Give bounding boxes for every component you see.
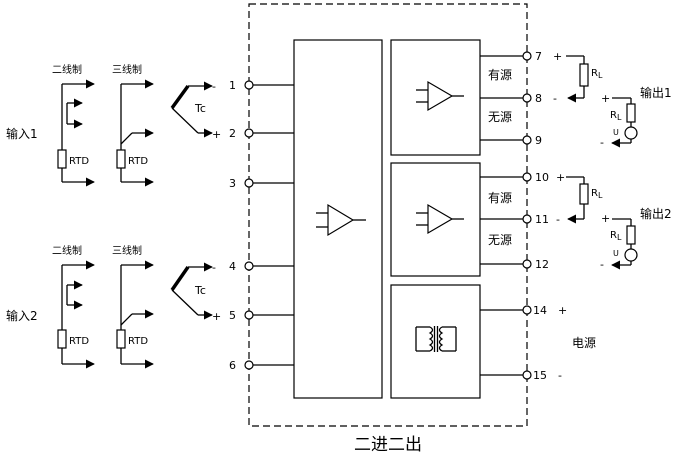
- input2-tc-label: Tc: [194, 284, 206, 297]
- input1-thermocouple: [170, 81, 213, 138]
- output1-amplifier-icon: [416, 80, 464, 112]
- output1-return-minus: -: [600, 136, 604, 149]
- input2-three-wire-rtd: [116, 260, 154, 369]
- terminal-label-9: 9: [535, 134, 542, 147]
- output1-wiring: [566, 55, 638, 148]
- input2-label: 输入2: [6, 308, 38, 323]
- output1-active-rl-label: RL: [591, 68, 603, 80]
- output1-block: [390, 39, 481, 156]
- output1-passive-load-resistor: [626, 103, 636, 123]
- right-terminal-strip: [480, 51, 532, 380]
- terminal-7: [522, 51, 532, 61]
- input2-three-wire-rtd-label: RTD: [128, 336, 148, 347]
- output1-label: 输出1: [640, 85, 672, 100]
- input2-thermocouple: [170, 262, 213, 320]
- terminal-sign-8: -: [553, 92, 557, 105]
- terminal-label-1: 1: [229, 79, 236, 92]
- input1-tc-plus: +: [212, 128, 221, 141]
- output2-active-rl-label: RL: [591, 188, 603, 200]
- terminal-5: [244, 310, 254, 320]
- terminal-label-8: 8: [535, 92, 542, 105]
- output1-u-label: U: [613, 128, 619, 137]
- terminal-label-5: 5: [229, 309, 236, 322]
- terminal-14: [522, 305, 532, 315]
- terminal-sign-10: +: [556, 171, 565, 184]
- terminal-15: [522, 370, 532, 380]
- output1-voltage-source: [624, 126, 638, 140]
- terminal-label-6: 6: [229, 359, 236, 372]
- terminal-8: [522, 93, 532, 103]
- diagram-title: 二进二出: [354, 435, 422, 455]
- input2-two-wire-rtd: [57, 260, 95, 369]
- terminal-label-11: 11: [535, 213, 549, 226]
- terminal-2: [244, 128, 254, 138]
- terminal-1: [244, 80, 254, 90]
- output2-passive-load-resistor: [626, 225, 636, 245]
- output2-passive-rl-label: RL: [610, 230, 622, 242]
- terminal-sign-7: +: [553, 50, 562, 63]
- terminal-sign-15: -: [558, 369, 562, 382]
- input2-two-wire-label: 二线制: [52, 244, 82, 257]
- terminal-label-4: 4: [229, 260, 236, 273]
- terminal-sign-14: +: [558, 304, 567, 317]
- terminal-12: [522, 259, 532, 269]
- output1-passive-rl-label: RL: [610, 110, 622, 122]
- input1-two-wire-rtd: [57, 79, 95, 187]
- input2-three-wire-label: 三线制: [112, 244, 142, 257]
- terminal-sign-11: -: [556, 213, 560, 226]
- output1-minus-sign: -: [569, 92, 573, 105]
- terminal-label-10: 10: [535, 171, 549, 184]
- input1-label: 输入1: [6, 126, 38, 141]
- terminal-4: [244, 261, 254, 271]
- input1-tc-label: Tc: [194, 102, 206, 115]
- terminal-label-15: 15: [533, 369, 547, 382]
- transformer-icon: [415, 326, 457, 352]
- input2-two-wire-rtd-label: RTD: [69, 336, 89, 347]
- output1-active-load-resistor: [579, 63, 589, 87]
- input2-three-wire-resistor: [116, 329, 126, 349]
- terminal-9: [522, 135, 532, 145]
- output2-passive-label: 无源: [488, 233, 512, 247]
- output2-return-minus: -: [600, 258, 604, 271]
- input-processor-block: [293, 39, 383, 399]
- output1-active-label: 有源: [488, 68, 512, 82]
- terminal-10: [522, 172, 532, 182]
- power-label: 电源: [572, 336, 596, 350]
- output2-wiring: [566, 176, 638, 270]
- input-amplifier-icon: [316, 203, 366, 237]
- output2-active-label: 有源: [488, 191, 512, 205]
- terminal-label-3: 3: [229, 177, 236, 190]
- input1-two-wire-rtd-label: RTD: [69, 156, 89, 167]
- input1-three-wire-label: 三线制: [112, 63, 142, 76]
- input2-two-wire-resistor: [57, 329, 67, 349]
- output1-passive-label: 无源: [488, 110, 512, 124]
- input1-tc-minus: -: [212, 80, 216, 93]
- input1-three-wire-resistor: [116, 149, 126, 169]
- terminal-3: [244, 178, 254, 188]
- input1-two-wire-label: 二线制: [52, 63, 82, 76]
- output2-u-label: U: [613, 249, 619, 258]
- output2-block: [390, 162, 481, 277]
- input2-tc-plus: +: [212, 310, 221, 323]
- output2-plus-sign: +: [601, 212, 610, 225]
- terminal-6: [244, 360, 254, 370]
- terminal-11: [522, 214, 532, 224]
- terminal-label-12: 12: [535, 258, 549, 271]
- terminal-label-7: 7: [535, 50, 542, 63]
- module-outline: [248, 3, 528, 427]
- terminal-label-14: 14: [533, 304, 547, 317]
- left-terminal-strip: [244, 80, 294, 370]
- input1-three-wire-rtd: [116, 79, 154, 187]
- power-block: [390, 284, 481, 399]
- input2-tc-minus: -: [212, 261, 216, 274]
- output2-label: 输出2: [640, 206, 672, 221]
- output2-amplifier-icon: [416, 203, 464, 235]
- input1-three-wire-rtd-label: RTD: [128, 156, 148, 167]
- input1-two-wire-resistor: [57, 149, 67, 169]
- output2-active-load-resistor: [579, 183, 589, 205]
- output2-voltage-source: [624, 248, 638, 262]
- output1-plus-sign: +: [601, 92, 610, 105]
- terminal-label-2: 2: [229, 127, 236, 140]
